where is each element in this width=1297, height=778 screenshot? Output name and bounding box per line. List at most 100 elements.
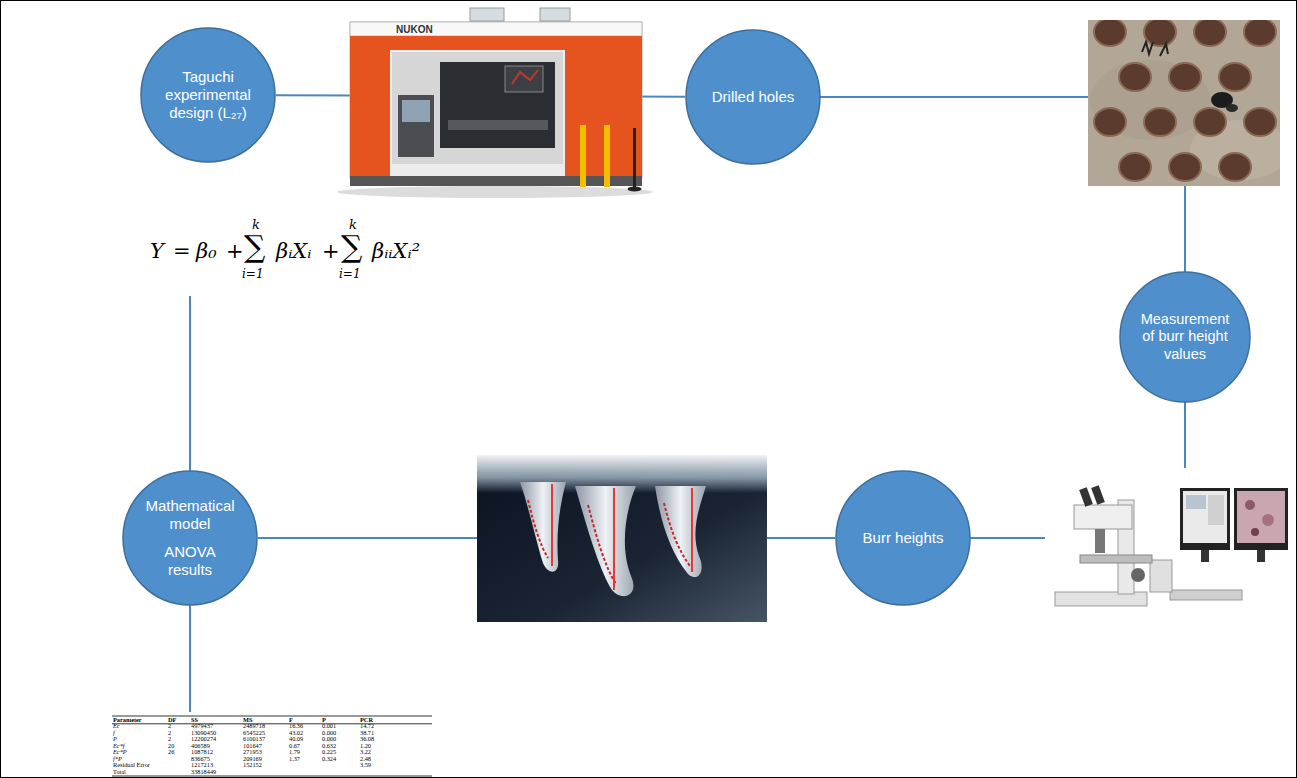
table-cell: Ec*f (113, 743, 125, 749)
circle-label-box: Mathematical modelANOVA results (142, 497, 239, 579)
drilled-plate-photo-part-part (1119, 63, 1151, 91)
microscope-station-part (1150, 560, 1172, 592)
table-cell: 43.02 (289, 730, 303, 736)
drilled-plate-photo-part-part (1169, 63, 1201, 91)
circle-fill (686, 30, 820, 164)
circle-label-box: Drilled holes (705, 88, 802, 106)
table-cell: 209169 (243, 756, 262, 762)
table-rules (112, 716, 432, 776)
microscope-station-part (1091, 485, 1105, 505)
table-cell: 0.632 (322, 743, 336, 749)
table-cell: 14.72 (360, 723, 374, 729)
drilled-plate-photo-part-part (1219, 63, 1251, 91)
burr-micrograph (477, 455, 767, 622)
formula-term: ∑ (244, 232, 265, 262)
table-cell: Ec*P (113, 749, 127, 755)
process-circle: Drilled holes (685, 29, 821, 165)
circle-fill (1120, 272, 1250, 402)
drilled-plate-photo-part-part (1169, 153, 1201, 181)
table-cell: P (113, 736, 117, 742)
circle-label: Mathematical model (142, 497, 239, 533)
microscope-station-part (1045, 468, 1292, 620)
table-cell: 40.09 (289, 736, 303, 742)
laser-machine-part (565, 36, 642, 176)
table-cell: 0.001 (322, 723, 336, 729)
table-cell: 6545225 (243, 730, 265, 736)
table-cell: 2 (168, 736, 171, 742)
laser-machine-part (337, 186, 653, 198)
microscope-station (1045, 468, 1292, 620)
table-cell: 1087812 (191, 749, 213, 755)
table-cell: 38.71 (360, 730, 374, 736)
laser-machine-part (470, 8, 504, 21)
circle-fill (123, 471, 257, 605)
process-circle: Burr heights (835, 470, 971, 606)
laser-machine-part (628, 187, 642, 192)
microscope-station-part (1245, 500, 1255, 510)
laser-machine-part (580, 125, 586, 187)
drilled-plate-photo-part-part (1094, 20, 1126, 46)
laser-machine (337, 8, 653, 198)
laser-machine-part (402, 100, 430, 122)
microscope-station-part (1095, 529, 1105, 553)
formula-term: βᵢXᵢ (276, 241, 312, 262)
table-cell: 2.48 (360, 756, 371, 762)
table-cell: 2 (168, 730, 171, 736)
circle-label-box: Measurement of burr height values (1138, 311, 1232, 363)
table-cell: 3.22 (360, 749, 371, 755)
microscope-station-part (1262, 514, 1274, 526)
circle-label-box: Taguchi experimental design (L₂₇) (160, 68, 257, 122)
table-cell: SS (191, 717, 198, 723)
table-cell: 3.59 (360, 762, 371, 768)
formula-term: i=1 (339, 268, 361, 280)
formula-term: Y (150, 241, 164, 262)
table-cell: 12200274 (191, 736, 216, 742)
table-cell: 4979437 (191, 723, 213, 729)
circle-label: Measurement of burr height values (1138, 311, 1232, 363)
laser-machine-part (350, 22, 642, 36)
microscope-station-part (1251, 528, 1259, 536)
microscope-station-part (1170, 590, 1242, 600)
table-cell: 33818449 (191, 769, 216, 775)
table-cell: Residual Error (113, 762, 150, 768)
microscope-station-part (1186, 495, 1206, 509)
table-cell: 1.79 (289, 749, 300, 755)
table-cell: 0.324 (322, 756, 336, 762)
table-cell: Total (113, 769, 126, 775)
circle-label-box: Burr heights (855, 529, 952, 547)
table-cell: 152152 (243, 762, 262, 768)
burr-micrograph-part (613, 488, 615, 590)
microscope-station-part (1237, 491, 1285, 543)
table-cell: 6100137 (243, 736, 265, 742)
table-cell: 26 (168, 749, 174, 755)
table-cell: f*P (113, 756, 122, 762)
burr-micrograph-part (477, 455, 767, 622)
microscope-station-part (1180, 488, 1230, 550)
formula-term: β₀ (196, 241, 217, 262)
circle-label: Burr heights (855, 529, 952, 547)
microscope-station-part (1074, 505, 1132, 529)
formula-term: k (252, 218, 260, 231)
table-cell: 20 (168, 743, 174, 749)
table-cell: 2 (168, 723, 171, 729)
circle-fill (141, 28, 275, 162)
drilled-plate-photo-part (1142, 42, 1168, 56)
table-cell: Parameter (113, 717, 142, 723)
burr-micrograph-part (691, 488, 693, 572)
microscope-station-part (1131, 568, 1145, 582)
table-cell: 1.20 (360, 743, 371, 749)
drilled-plate-photo-part-part (1144, 108, 1176, 136)
microscope-station-part (1234, 488, 1288, 550)
circle-label: Drilled holes (705, 88, 802, 106)
drilled-plate-photo (1088, 20, 1280, 186)
laser-machine-part (505, 66, 543, 92)
table-cell: PCR (360, 717, 373, 723)
formula-term: + (226, 241, 244, 262)
table-cell: F (289, 717, 293, 723)
process-circle: Taguchi experimental design (L₂₇) (140, 27, 276, 163)
microscope-station-part (1201, 550, 1209, 562)
table-cell: 1.37 (289, 756, 300, 762)
laser-machine-part (350, 176, 642, 186)
